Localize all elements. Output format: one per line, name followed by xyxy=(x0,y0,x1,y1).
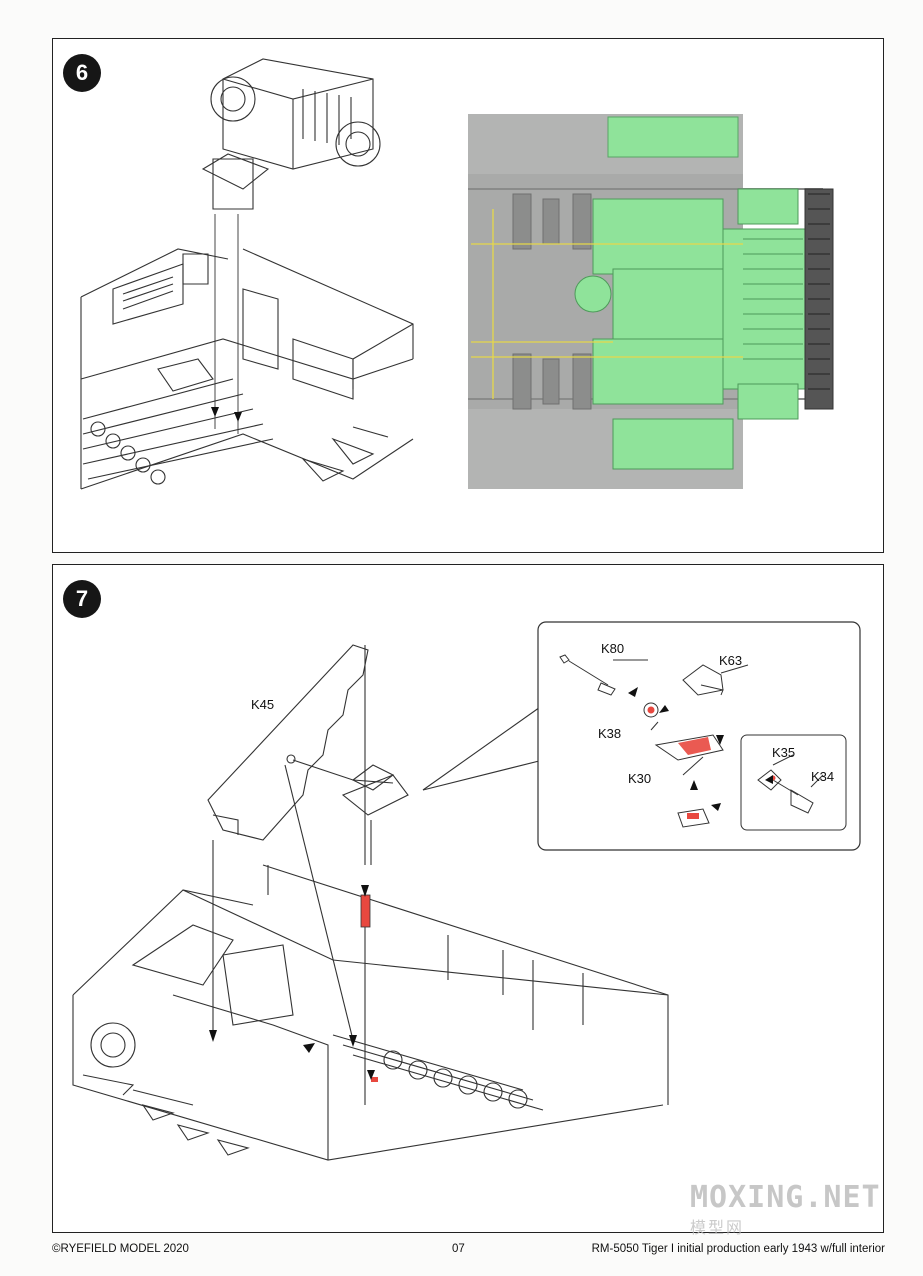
product-title: RM-5050 Tiger I initial production early… xyxy=(591,1243,885,1255)
page-number: 07 xyxy=(452,1243,465,1255)
step-number-badge: 6 xyxy=(63,54,101,92)
part-label-k30: K30 xyxy=(628,771,652,786)
part-label-k80: K80 xyxy=(601,641,625,656)
part-label-k38: K38 xyxy=(598,726,622,741)
watermark-text: MOXING.NET xyxy=(690,1180,881,1215)
part-label-k34: K34 xyxy=(811,769,835,784)
watermark-subtext: 模型网 xyxy=(690,1220,745,1237)
part-label-k45: K45 xyxy=(251,697,275,712)
step-number-badge: 7 xyxy=(63,580,101,618)
step-6-line-drawing xyxy=(80,58,414,490)
part-label-k63: K63 xyxy=(719,653,743,668)
copyright-text: ©RYEFIELD MODEL 2020 xyxy=(52,1243,189,1255)
step-7-line-drawing xyxy=(72,621,861,1161)
step-7-panel: 7 xyxy=(52,564,884,1233)
part-label-k35: K35 xyxy=(772,745,796,760)
step-6-panel: 6 xyxy=(52,38,884,553)
step-6-render xyxy=(468,114,834,489)
